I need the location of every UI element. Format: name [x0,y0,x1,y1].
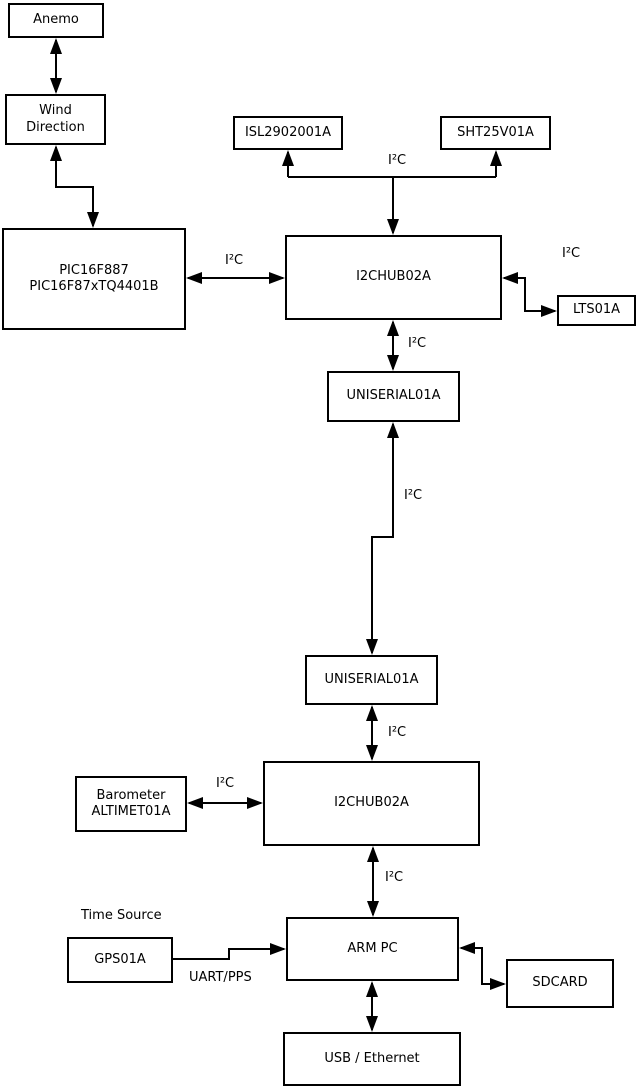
connector-pic-hubtop [186,272,285,284]
connector-armpc-usb [366,981,378,1032]
node-barometer-altimet01a: Barometer ALTIMET01A [75,776,187,832]
connector-armpc-sdcard [459,942,506,990]
node-uniserial01a-top: UNISERIAL01A [327,371,460,422]
node-isl2902001a: ISL2902001A [233,116,343,150]
node-i2chub02a-bottom-label: I2CHUB02A [334,795,409,811]
time-source-label: Time Source [81,908,162,923]
i2c-label-uniserialbottom-hubbottom: I²C [388,725,407,740]
node-gps01a: GPS01A [67,937,173,983]
node-i2chub02a-bottom: I2CHUB02A [263,761,480,846]
connector-hubbottom-armpc [367,846,379,917]
i2c-label-hubtop-sensors: I²C [388,153,407,168]
node-anemo-label: Anemo [33,12,79,28]
i2c-label-pic-hubtop: I²C [225,253,244,268]
node-barometer-label-line2: ALTIMET01A [91,804,171,819]
node-uniserial01a-bottom-label: UNISERIAL01A [324,671,419,687]
node-pic16f887-label-line1: PIC16F887 [59,262,129,278]
node-wind-direction-label-line1: Wind [39,103,72,119]
node-wind-direction-label-line2: Direction [26,119,85,135]
node-sht25v01a-label: SHT25V01A [457,124,534,140]
i2c-label-hubbottom-armpc: I²C [385,870,404,885]
node-i2chub02a-top: I2CHUB02A [285,235,502,320]
node-gps01a-label: GPS01A [94,951,146,967]
node-sdcard: SDCARD [506,959,614,1008]
node-barometer-label-line1: Barometer [96,787,166,803]
connector-winddirection-pic [50,145,99,228]
node-sdcard-label: SDCARD [532,975,588,991]
node-arm-pc: ARM PC [286,917,459,981]
node-wind-direction: Wind Direction [5,94,106,145]
connector-hubtop-isl-sht [282,150,502,235]
i2c-label-uniserial-link: I²C [404,488,423,503]
uart-pps-label: UART/PPS [189,970,252,985]
node-uniserial01a-bottom: UNISERIAL01A [305,655,438,705]
connector-anemo-winddirection [50,38,62,94]
node-lts01a: LTS01A [557,295,636,326]
connector-uniserialtop-uniserialbottom [366,422,399,655]
node-pic16f887-label-line2: PIC16F87xTQ4401B [29,279,159,294]
i2c-label-hubtop-lts: I²C [562,246,581,261]
node-sht25v01a: SHT25V01A [440,116,551,150]
node-usb-ethernet: USB / Ethernet [283,1032,461,1086]
node-usb-ethernet-label: USB / Ethernet [324,1050,420,1066]
i2c-label-hubtop-uniserialtop: I²C [408,336,427,351]
node-pic16f887: PIC16F887 PIC16F87xTQ4401B [2,228,186,330]
connector-gps-armpc [173,943,286,960]
node-uniserial01a-top-label: UNISERIAL01A [346,388,441,404]
node-isl2902001a-label: ISL2902001A [244,124,332,140]
node-i2chub02a-top-label: I2CHUB02A [356,269,431,285]
node-lts01a-label: LTS01A [572,302,621,318]
i2c-label-barometer-hubbottom: I²C [216,776,235,791]
connector-uniserialbottom-hubbottom [366,705,378,761]
connector-hubtop-uniserialtop [387,320,399,371]
node-arm-pc-label: ARM PC [347,940,398,956]
connector-hubtop-lts [502,272,557,317]
connector-barometer-hubbottom [187,797,263,809]
node-anemo: Anemo [8,3,104,38]
